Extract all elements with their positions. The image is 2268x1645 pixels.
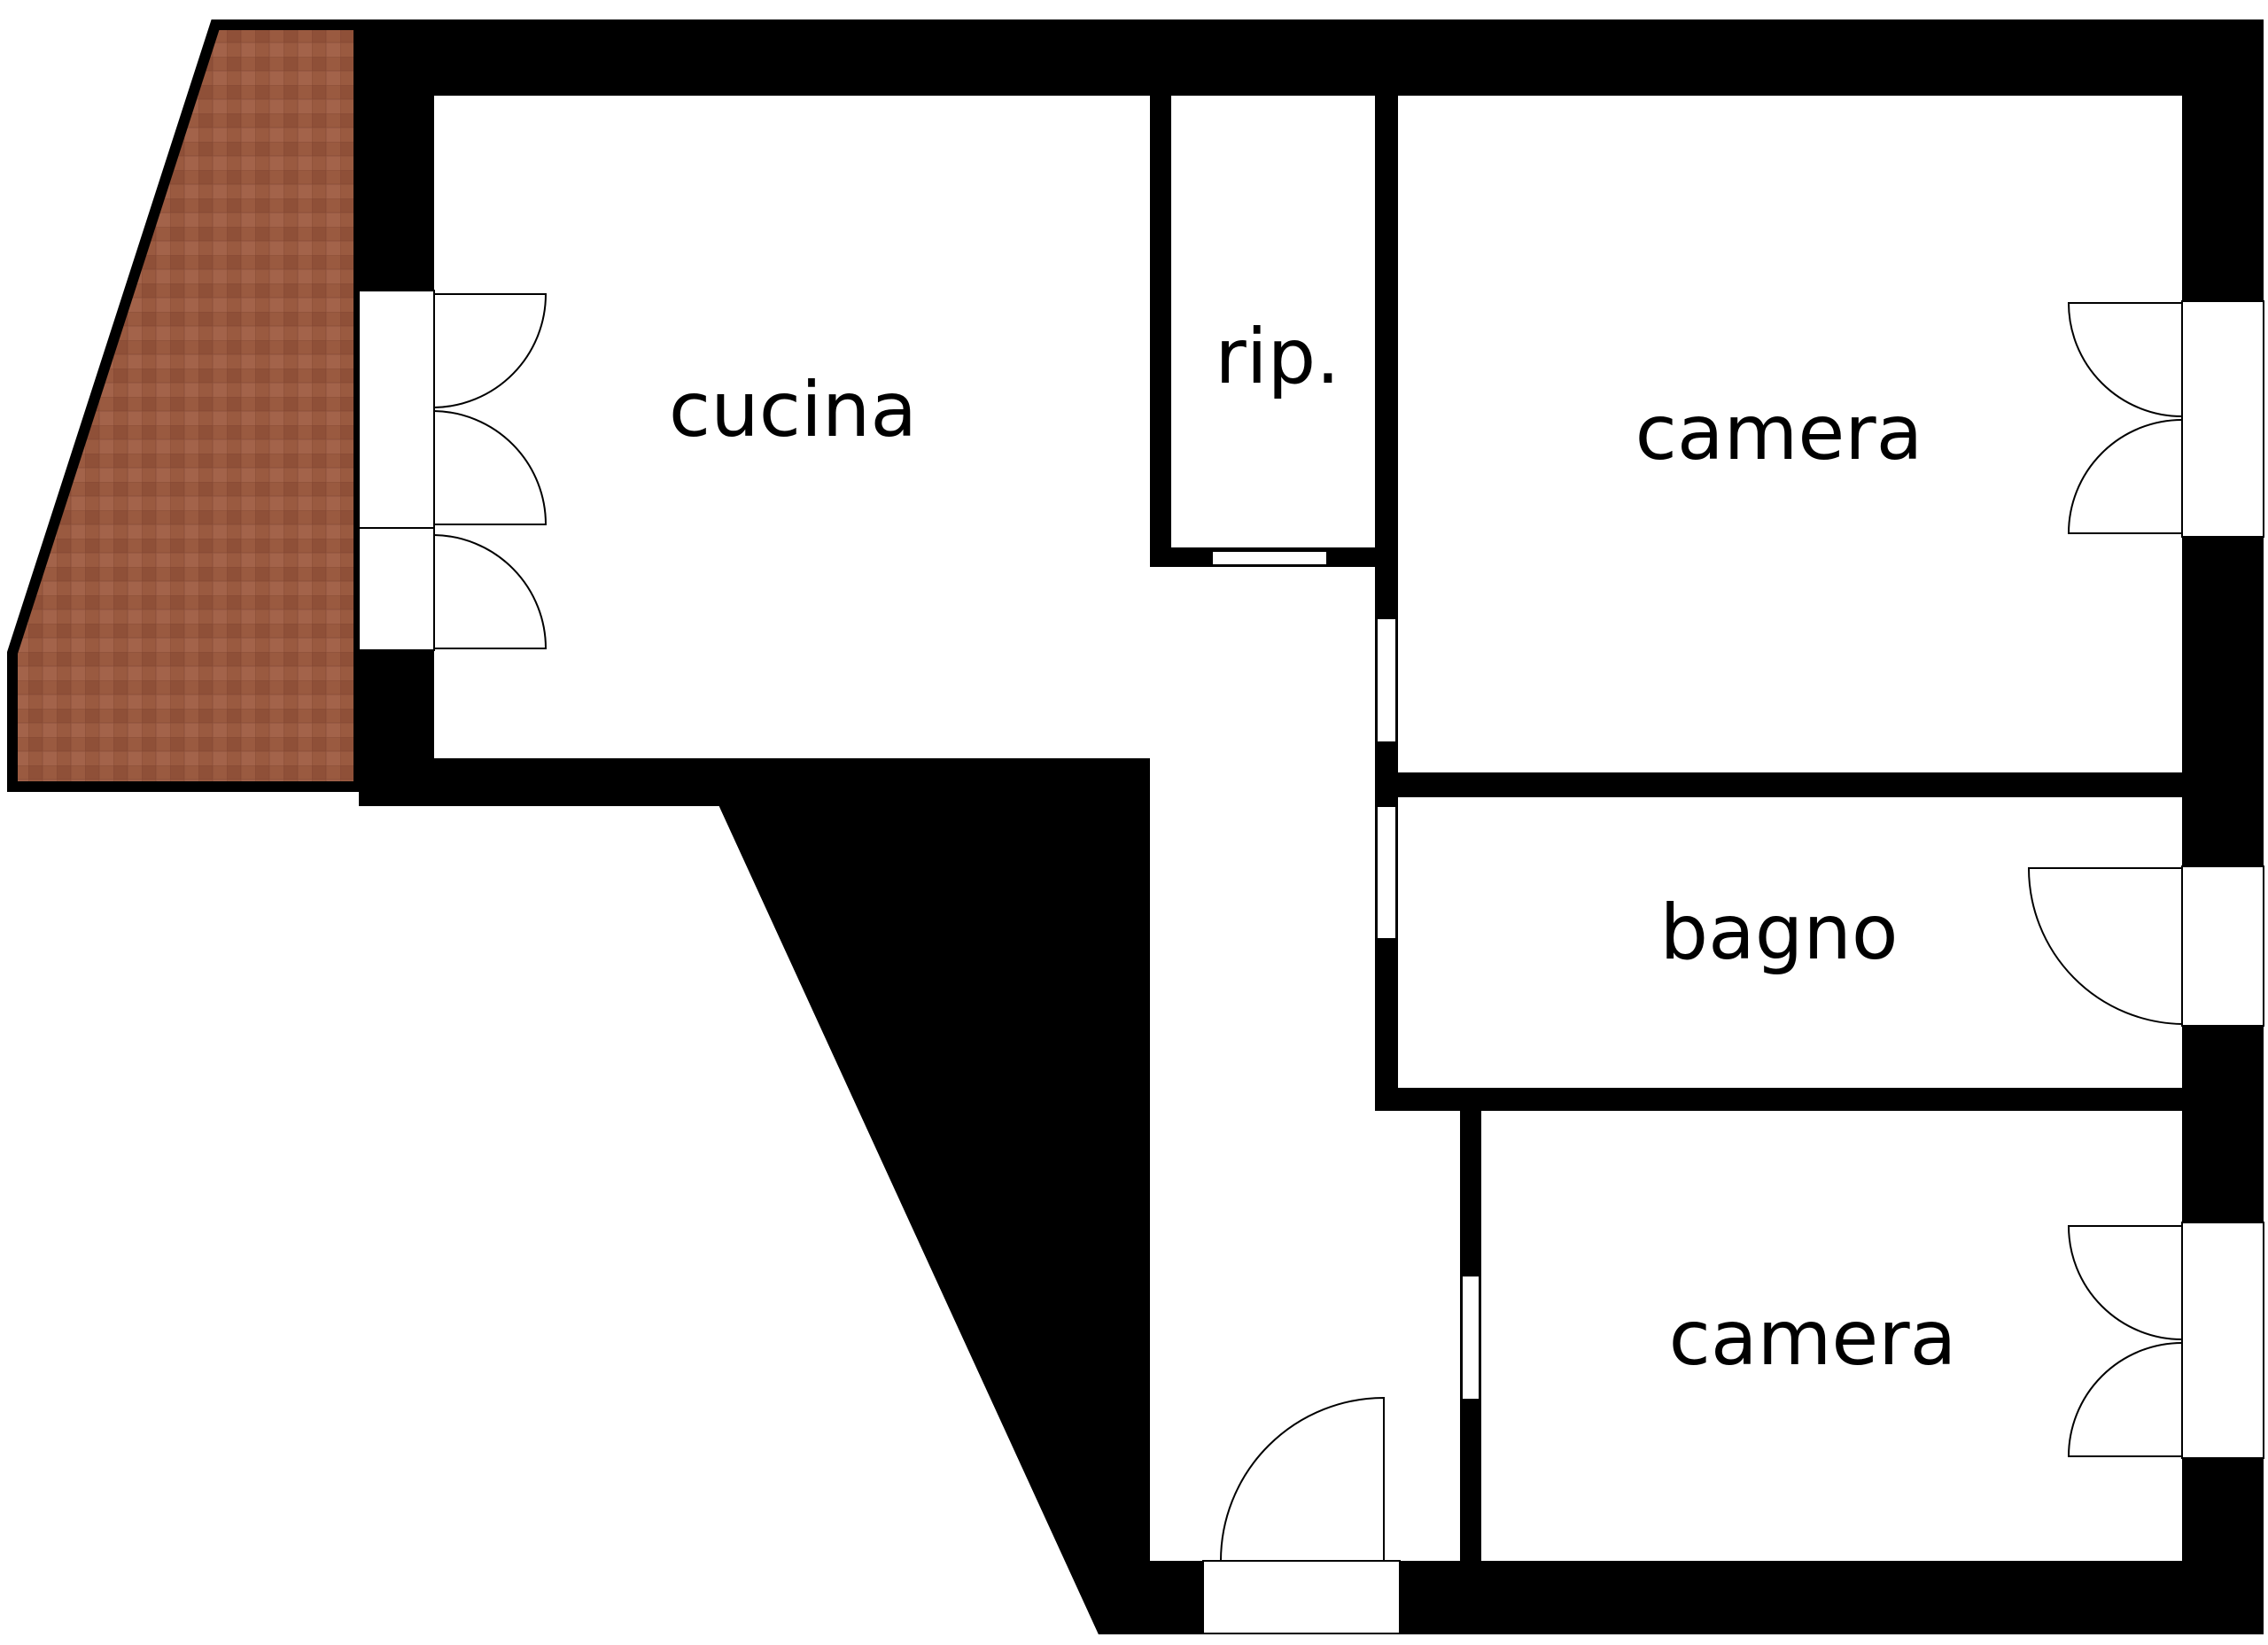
bathroom-floor xyxy=(1398,797,2182,1088)
bedroom-1-doorway xyxy=(1376,617,1397,743)
room-label-bedroom-1: camera xyxy=(1635,389,1923,477)
room-label-bathroom: bagno xyxy=(1659,888,1898,977)
kitchen-window-leaf-2 xyxy=(433,410,548,525)
kitchen-window-1 xyxy=(358,290,435,529)
bath-bedroom-wall xyxy=(1375,1088,2182,1111)
room-label-bedroom-2: camera xyxy=(1669,1294,1957,1383)
storage-east-wall xyxy=(1375,96,1398,1106)
bedroom-bath-wall xyxy=(1375,772,2182,797)
kitchen-floor xyxy=(434,96,1150,758)
bathroom-doorway xyxy=(1376,805,1397,940)
bedroom-1-floor xyxy=(1398,96,2182,772)
entrance-door-leaf xyxy=(1220,1396,1385,1562)
bedroom-1-window-leaf-1 xyxy=(2067,302,2183,417)
corridor-upper xyxy=(1150,565,1379,850)
terrace-floor xyxy=(6,19,364,792)
bedroom-1-window xyxy=(2181,300,2264,538)
bedroom-2-window-leaf-2 xyxy=(2067,1342,2183,1457)
storage-floor xyxy=(1171,96,1375,547)
kitchen-window-leaf-1 xyxy=(433,293,548,408)
room-label-storage: rip. xyxy=(1215,313,1340,401)
corridor-west-wall xyxy=(1099,806,1150,1561)
bedroom-2-floor xyxy=(1481,1111,2182,1561)
bathroom-window-leaf xyxy=(2027,867,2183,1025)
corridor-floor-fix xyxy=(1150,850,1460,1561)
bedroom-2-window-leaf-1 xyxy=(2067,1225,2183,1340)
storage-west-wall xyxy=(1150,96,1171,565)
kitchen-window-leaf-3 xyxy=(433,534,548,649)
bedroom-2-window xyxy=(2181,1222,2264,1459)
bathroom-window xyxy=(2181,865,2264,1027)
bedroom-2-doorway xyxy=(1461,1275,1480,1401)
kitchen-south-wall xyxy=(359,758,1214,806)
storage-doorway xyxy=(1211,550,1328,566)
entrance-doorway xyxy=(1202,1560,1401,1634)
room-label-kitchen: cucina xyxy=(669,366,917,454)
kitchen-window-2 xyxy=(358,527,435,651)
bedroom-1-window-leaf-2 xyxy=(2067,419,2183,534)
